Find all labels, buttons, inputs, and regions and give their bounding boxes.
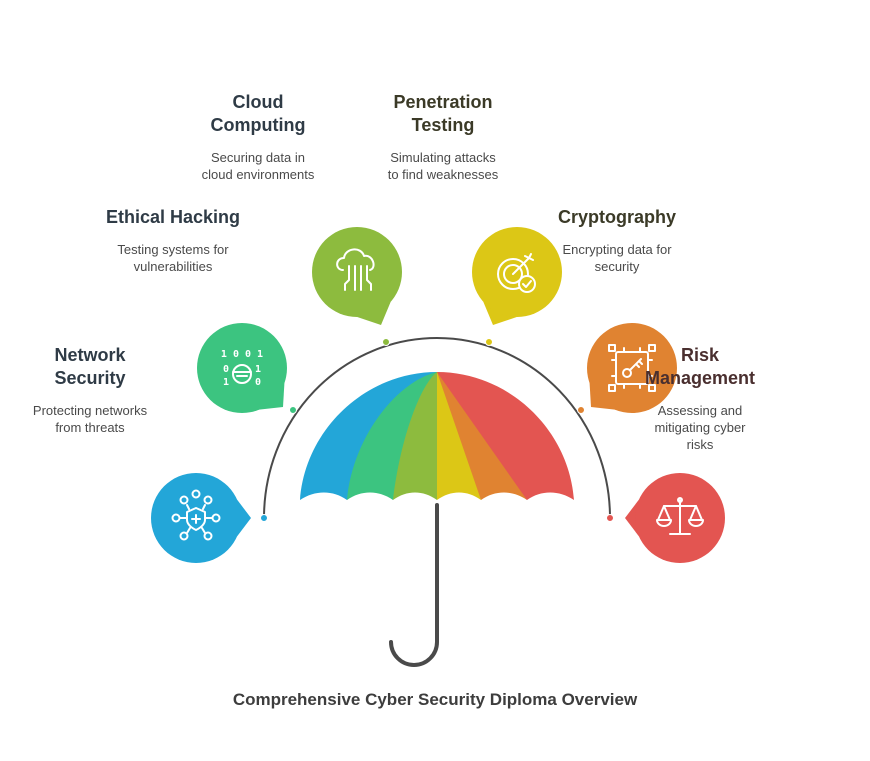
bubble-pointer <box>237 499 251 537</box>
bubble-ethical-hacking: 1 0 0 1 0 1 1 0 <box>197 323 287 413</box>
bubble-cryptography <box>587 323 677 413</box>
key-chip-icon <box>608 344 656 392</box>
arc-dot-risk-management <box>606 514 614 522</box>
umbrella-canopy <box>300 372 574 500</box>
cloud-circuit-icon <box>336 248 375 291</box>
arc-dot-penetration-testing <box>485 338 493 346</box>
svg-text:0: 0 <box>255 377 261 388</box>
umbrella-handle <box>389 503 439 667</box>
bubble-ring <box>472 227 562 317</box>
network-shield-icon <box>171 489 221 541</box>
svg-text:1: 1 <box>255 364 261 375</box>
bubble-ring <box>312 227 402 317</box>
arc-dot-ethical-hacking <box>289 406 297 414</box>
scales-icon <box>656 497 704 535</box>
bubble-pointer <box>625 499 639 537</box>
bubble-risk-management <box>625 473 725 563</box>
canopy-panel-red <box>437 372 574 500</box>
diagram-title: Comprehensive Cyber Security Diploma Ove… <box>232 690 638 709</box>
topic-title: Ethical Hacking <box>105 207 241 227</box>
bubble-penetration-testing <box>472 227 562 325</box>
svg-text:1 0 0 1: 1 0 0 1 <box>221 349 263 360</box>
bubble-cloud-computing <box>312 227 402 325</box>
outer-arc <box>263 337 611 519</box>
arc-dot-cryptography <box>577 406 585 414</box>
arc-dot-network-security <box>260 514 268 522</box>
canopy-panel-green <box>347 372 437 500</box>
canopy-panel-olive <box>393 372 437 500</box>
svg-text:0: 0 <box>223 364 229 375</box>
binary-hacker-icon: 1 0 0 1 0 1 1 0 <box>221 349 263 388</box>
svg-text:1: 1 <box>223 377 229 388</box>
bubble-ring <box>197 323 287 413</box>
topic-title: Cryptography <box>557 207 676 227</box>
arc-dot-cloud-computing <box>382 338 390 346</box>
bubble-network-security <box>151 473 251 563</box>
target-check-icon <box>497 253 536 293</box>
